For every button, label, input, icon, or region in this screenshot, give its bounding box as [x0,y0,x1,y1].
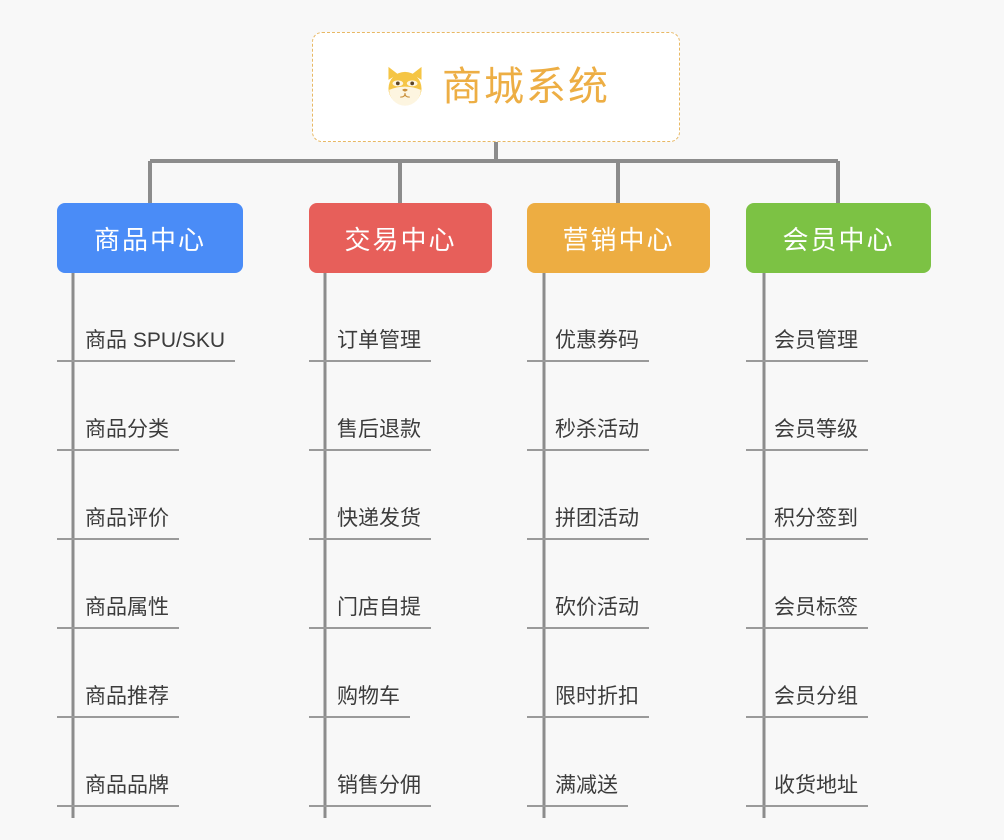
leaf-item[interactable]: 门店自提 [309,540,492,629]
leaf-label: 会员标签 [746,597,868,629]
leaf-item[interactable]: 满减送 [527,718,710,807]
category-header-product-center[interactable]: 商品中心 [57,203,243,273]
category-label: 营销中心 [562,224,675,255]
leaf-label: 满减送 [527,775,628,807]
leaf-item[interactable]: 商品属性 [57,540,243,629]
leaf-item[interactable]: 商品推荐 [57,629,243,718]
leaf-item[interactable]: 拼团活动 [527,451,710,540]
leaf-label: 会员分组 [746,686,868,718]
leaf-item[interactable]: 砍价活动 [527,540,710,629]
leaf-item[interactable]: 会员等级 [746,362,931,451]
branch-member-center: 会员中心 会员管理 会员等级 积分签到 会员标签 会员分组 收货地址 [746,203,931,807]
leaf-label: 商品分类 [57,419,179,451]
leaf-list-product-center: 商品 SPU/SKU 商品分类 商品评价 商品属性 商品推荐 商品品牌 [57,273,243,807]
leaf-item[interactable]: 秒杀活动 [527,362,710,451]
category-label: 商品中心 [93,224,206,255]
root-node-mall-system[interactable]: 商城系统 [312,32,680,142]
leaf-item[interactable]: 快递发货 [309,451,492,540]
leaf-item[interactable]: 售后退款 [309,362,492,451]
shiba-dog-face-icon [388,66,422,106]
category-header-trade-center[interactable]: 交易中心 [309,203,492,273]
leaf-label: 商品属性 [57,597,179,629]
leaf-item[interactable]: 优惠券码 [527,273,710,362]
leaf-label: 商品推荐 [57,686,179,718]
leaf-list-member-center: 会员管理 会员等级 积分签到 会员标签 会员分组 收货地址 [746,273,931,807]
category-label: 会员中心 [782,224,895,255]
leaf-item[interactable]: 商品品牌 [57,718,243,807]
leaf-label: 秒杀活动 [527,419,649,451]
leaf-item[interactable]: 商品 SPU/SKU [57,273,243,362]
leaf-label: 拼团活动 [527,508,649,540]
category-label: 交易中心 [344,224,457,255]
category-header-marketing-center[interactable]: 营销中心 [527,203,710,273]
leaf-label: 积分签到 [746,508,868,540]
leaf-item[interactable]: 积分签到 [746,451,931,540]
leaf-item[interactable]: 商品分类 [57,362,243,451]
leaf-label: 限时折扣 [527,686,649,718]
leaf-label: 商品品牌 [57,775,179,807]
branch-trade-center: 交易中心 订单管理 售后退款 快递发货 门店自提 购物车 销售分佣 [309,203,492,807]
leaf-label: 售后退款 [309,419,431,451]
leaf-label: 快递发货 [309,508,431,540]
leaf-item[interactable]: 收货地址 [746,718,931,807]
leaf-label: 砍价活动 [527,597,649,629]
leaf-item[interactable]: 会员分组 [746,629,931,718]
leaf-label: 商品 SPU/SKU [57,330,236,362]
leaf-item[interactable]: 订单管理 [309,273,492,362]
leaf-list-trade-center: 订单管理 售后退款 快递发货 门店自提 购物车 销售分佣 [309,273,492,807]
leaf-item[interactable]: 商品评价 [57,451,243,540]
leaf-item[interactable]: 限时折扣 [527,629,710,718]
leaf-item[interactable]: 销售分佣 [309,718,492,807]
leaf-list-marketing-center: 优惠券码 秒杀活动 拼团活动 砍价活动 限时折扣 满减送 [527,273,710,807]
leaf-label: 优惠券码 [527,330,649,362]
leaf-label: 购物车 [309,686,410,718]
branch-marketing-center: 营销中心 优惠券码 秒杀活动 拼团活动 砍价活动 限时折扣 满减送 [527,203,710,807]
leaf-item[interactable]: 会员管理 [746,273,931,362]
leaf-item[interactable]: 购物车 [309,629,492,718]
leaf-label: 订单管理 [309,330,431,362]
leaf-label: 门店自提 [309,597,431,629]
leaf-label: 会员等级 [746,419,868,451]
branch-product-center: 商品中心 商品 SPU/SKU 商品分类 商品评价 商品属性 商品推荐 商品品牌 [57,203,243,807]
leaf-label: 收货地址 [746,775,868,807]
leaf-label: 销售分佣 [309,775,431,807]
root-title: 商城系统 [442,65,610,109]
leaf-label: 会员管理 [746,330,868,362]
leaf-label: 商品评价 [57,508,179,540]
category-header-member-center[interactable]: 会员中心 [746,203,931,273]
leaf-item[interactable]: 会员标签 [746,540,931,629]
